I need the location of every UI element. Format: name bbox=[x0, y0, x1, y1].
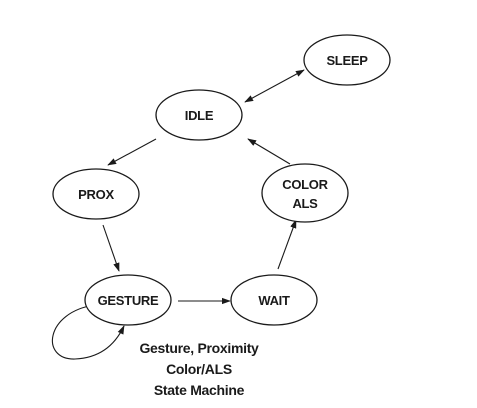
state-node-idle-shape bbox=[155, 89, 243, 141]
edge-idle-prox bbox=[107, 138, 157, 166]
state-node-gesture-shape bbox=[84, 274, 172, 326]
state-node-color-als-label-line1: COLOR bbox=[282, 177, 328, 192]
state-node-color-als-shape bbox=[261, 163, 349, 223]
state-node-color-als-label-line2: ALS bbox=[292, 196, 318, 211]
state-node-wait-label: WAIT bbox=[258, 293, 290, 308]
state-node-sleep-shape bbox=[303, 34, 391, 86]
edge-wait-color bbox=[277, 219, 297, 270]
state-node-sleep-label: SLEEP bbox=[326, 53, 368, 68]
state-node-wait-shape bbox=[230, 274, 318, 326]
caption-line-2: Color/ALS bbox=[166, 361, 232, 377]
state-node-prox: PROX bbox=[52, 168, 140, 220]
caption-line-1: Gesture, Proximity bbox=[139, 340, 259, 356]
state-node-gesture: GESTURE bbox=[84, 274, 172, 326]
caption-line-3: State Machine bbox=[154, 382, 245, 398]
state-node-gesture-label: GESTURE bbox=[98, 293, 159, 308]
state-node-idle: IDLE bbox=[155, 89, 243, 141]
state-node-wait: WAIT bbox=[230, 274, 318, 326]
edge-idle-sleep bbox=[244, 69, 305, 103]
state-node-idle-label: IDLE bbox=[185, 108, 214, 123]
state-node-prox-shape bbox=[52, 168, 140, 220]
edge-gesture-self-loop bbox=[51, 304, 125, 360]
edge-color-idle bbox=[247, 138, 291, 165]
diagram-caption: Gesture, Proximity Color/ALS State Machi… bbox=[139, 340, 259, 398]
state-node-prox-label: PROX bbox=[78, 187, 114, 202]
state-node-sleep: SLEEP bbox=[303, 34, 391, 86]
edge-prox-gesture bbox=[102, 224, 120, 272]
state-node-color-als: COLOR ALS bbox=[261, 163, 349, 223]
